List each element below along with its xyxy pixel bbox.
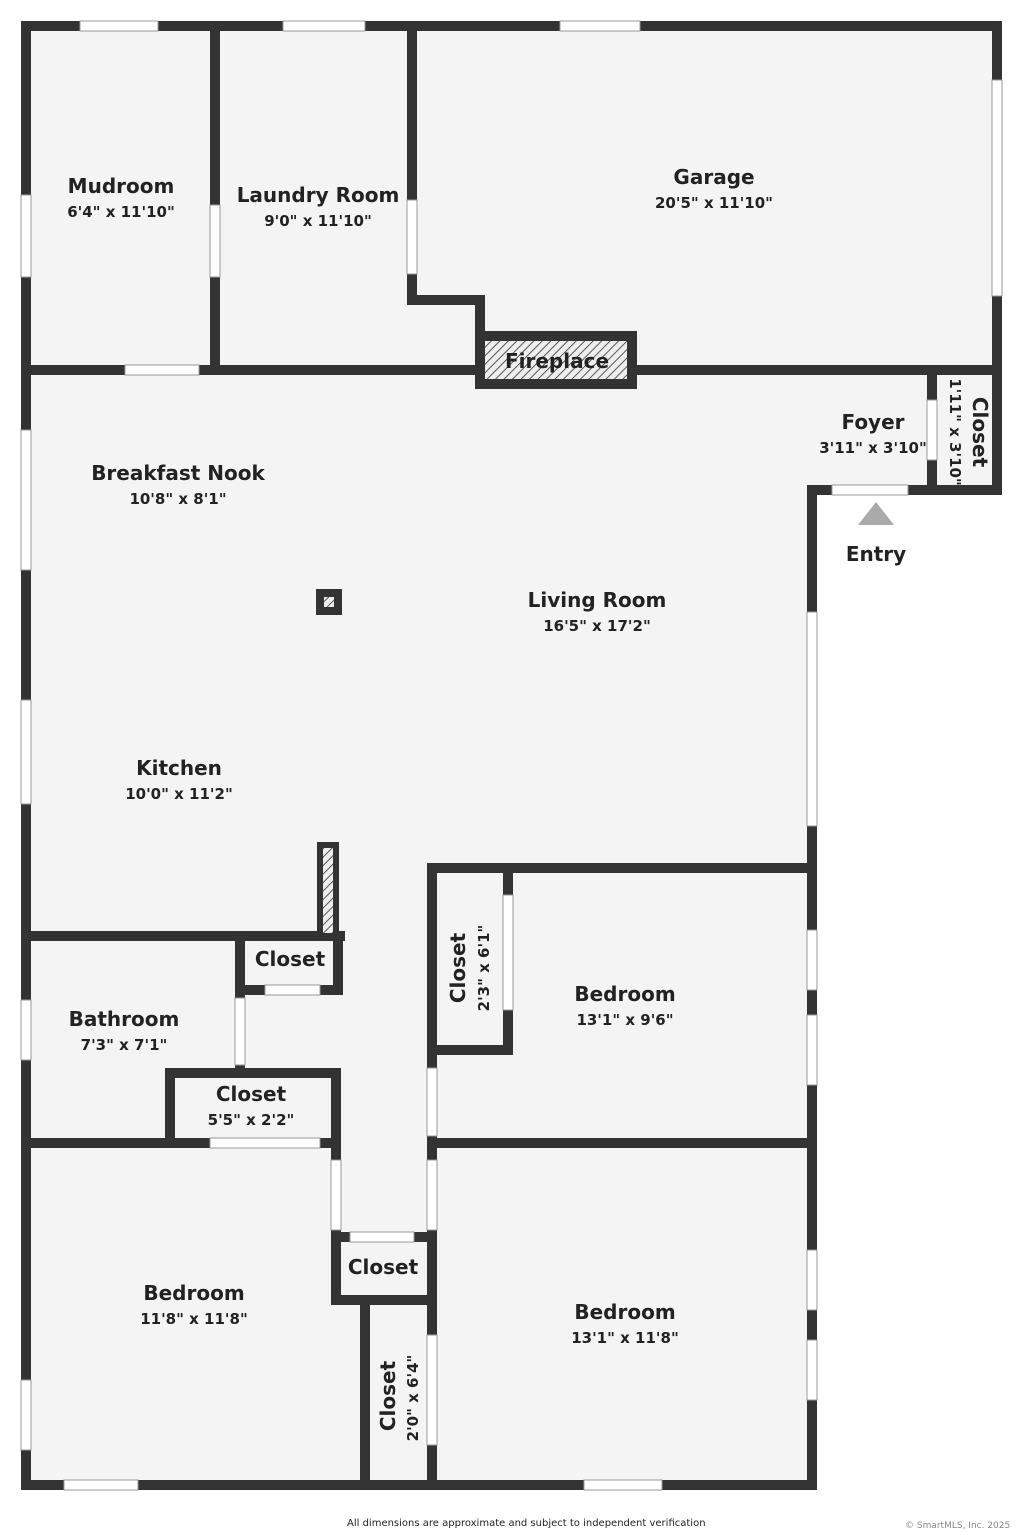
room-dims: 2'3" x 6'1" bbox=[475, 925, 493, 1012]
windows-doors bbox=[20, 20, 1003, 1491]
room-name: Laundry Room bbox=[237, 183, 400, 207]
room-dims: 3'11" x 3'10" bbox=[819, 439, 927, 457]
room-name: Mudroom bbox=[68, 174, 175, 198]
room-name: Bedroom bbox=[574, 1300, 675, 1324]
entry-label: Entry bbox=[846, 542, 906, 566]
room-dims: 5'5" x 2'2" bbox=[208, 1111, 295, 1129]
room-name: Garage bbox=[673, 165, 754, 189]
room-name: Bedroom bbox=[143, 1281, 244, 1305]
column-inner bbox=[324, 597, 334, 607]
room-dims: 13'1" x 11'8" bbox=[571, 1329, 679, 1347]
room-name: Closet bbox=[968, 397, 992, 468]
room-dims: 16'5" x 17'2" bbox=[543, 617, 651, 635]
room-name: Closet bbox=[348, 1255, 419, 1279]
room-name: Bedroom bbox=[574, 982, 675, 1006]
room-dims: 6'4" x 11'10" bbox=[67, 203, 175, 221]
room-name: Bathroom bbox=[69, 1007, 180, 1031]
room-dims: 2'0" x 6'4" bbox=[404, 1355, 422, 1442]
kitchen-pillar bbox=[317, 842, 339, 939]
floor bbox=[26, 26, 997, 1485]
disclaimer: All dimensions are approximate and subje… bbox=[347, 1518, 706, 1529]
room-name: Kitchen bbox=[136, 756, 222, 780]
room-dims: 7'3" x 7'1" bbox=[81, 1036, 168, 1054]
room-dims: 10'0" x 11'2" bbox=[125, 785, 233, 803]
fireplace-label: Fireplace bbox=[505, 349, 609, 373]
entry-arrow-icon bbox=[858, 502, 894, 525]
room-dims: 20'5" x 11'10" bbox=[655, 194, 773, 212]
room-name: Closet bbox=[255, 947, 326, 971]
room-name: Foyer bbox=[841, 410, 904, 434]
room-name: Breakfast Nook bbox=[91, 461, 265, 485]
room-dims: 9'0" x 11'10" bbox=[264, 212, 372, 230]
room-name: Closet bbox=[216, 1082, 287, 1106]
room-name: Living Room bbox=[528, 588, 667, 612]
fireplace bbox=[475, 331, 637, 389]
copyright: © SmartMLS, Inc. 2025 bbox=[905, 1521, 1011, 1531]
room-dims: 1'11" x 3'10" bbox=[946, 378, 964, 486]
room-dims: 10'8" x 8'1" bbox=[129, 490, 226, 508]
room-dims: 11'8" x 11'8" bbox=[140, 1310, 248, 1328]
room-name: Closet bbox=[446, 932, 470, 1003]
room-dims: 13'1" x 9'6" bbox=[576, 1011, 673, 1029]
room-name: Closet bbox=[376, 1360, 400, 1431]
